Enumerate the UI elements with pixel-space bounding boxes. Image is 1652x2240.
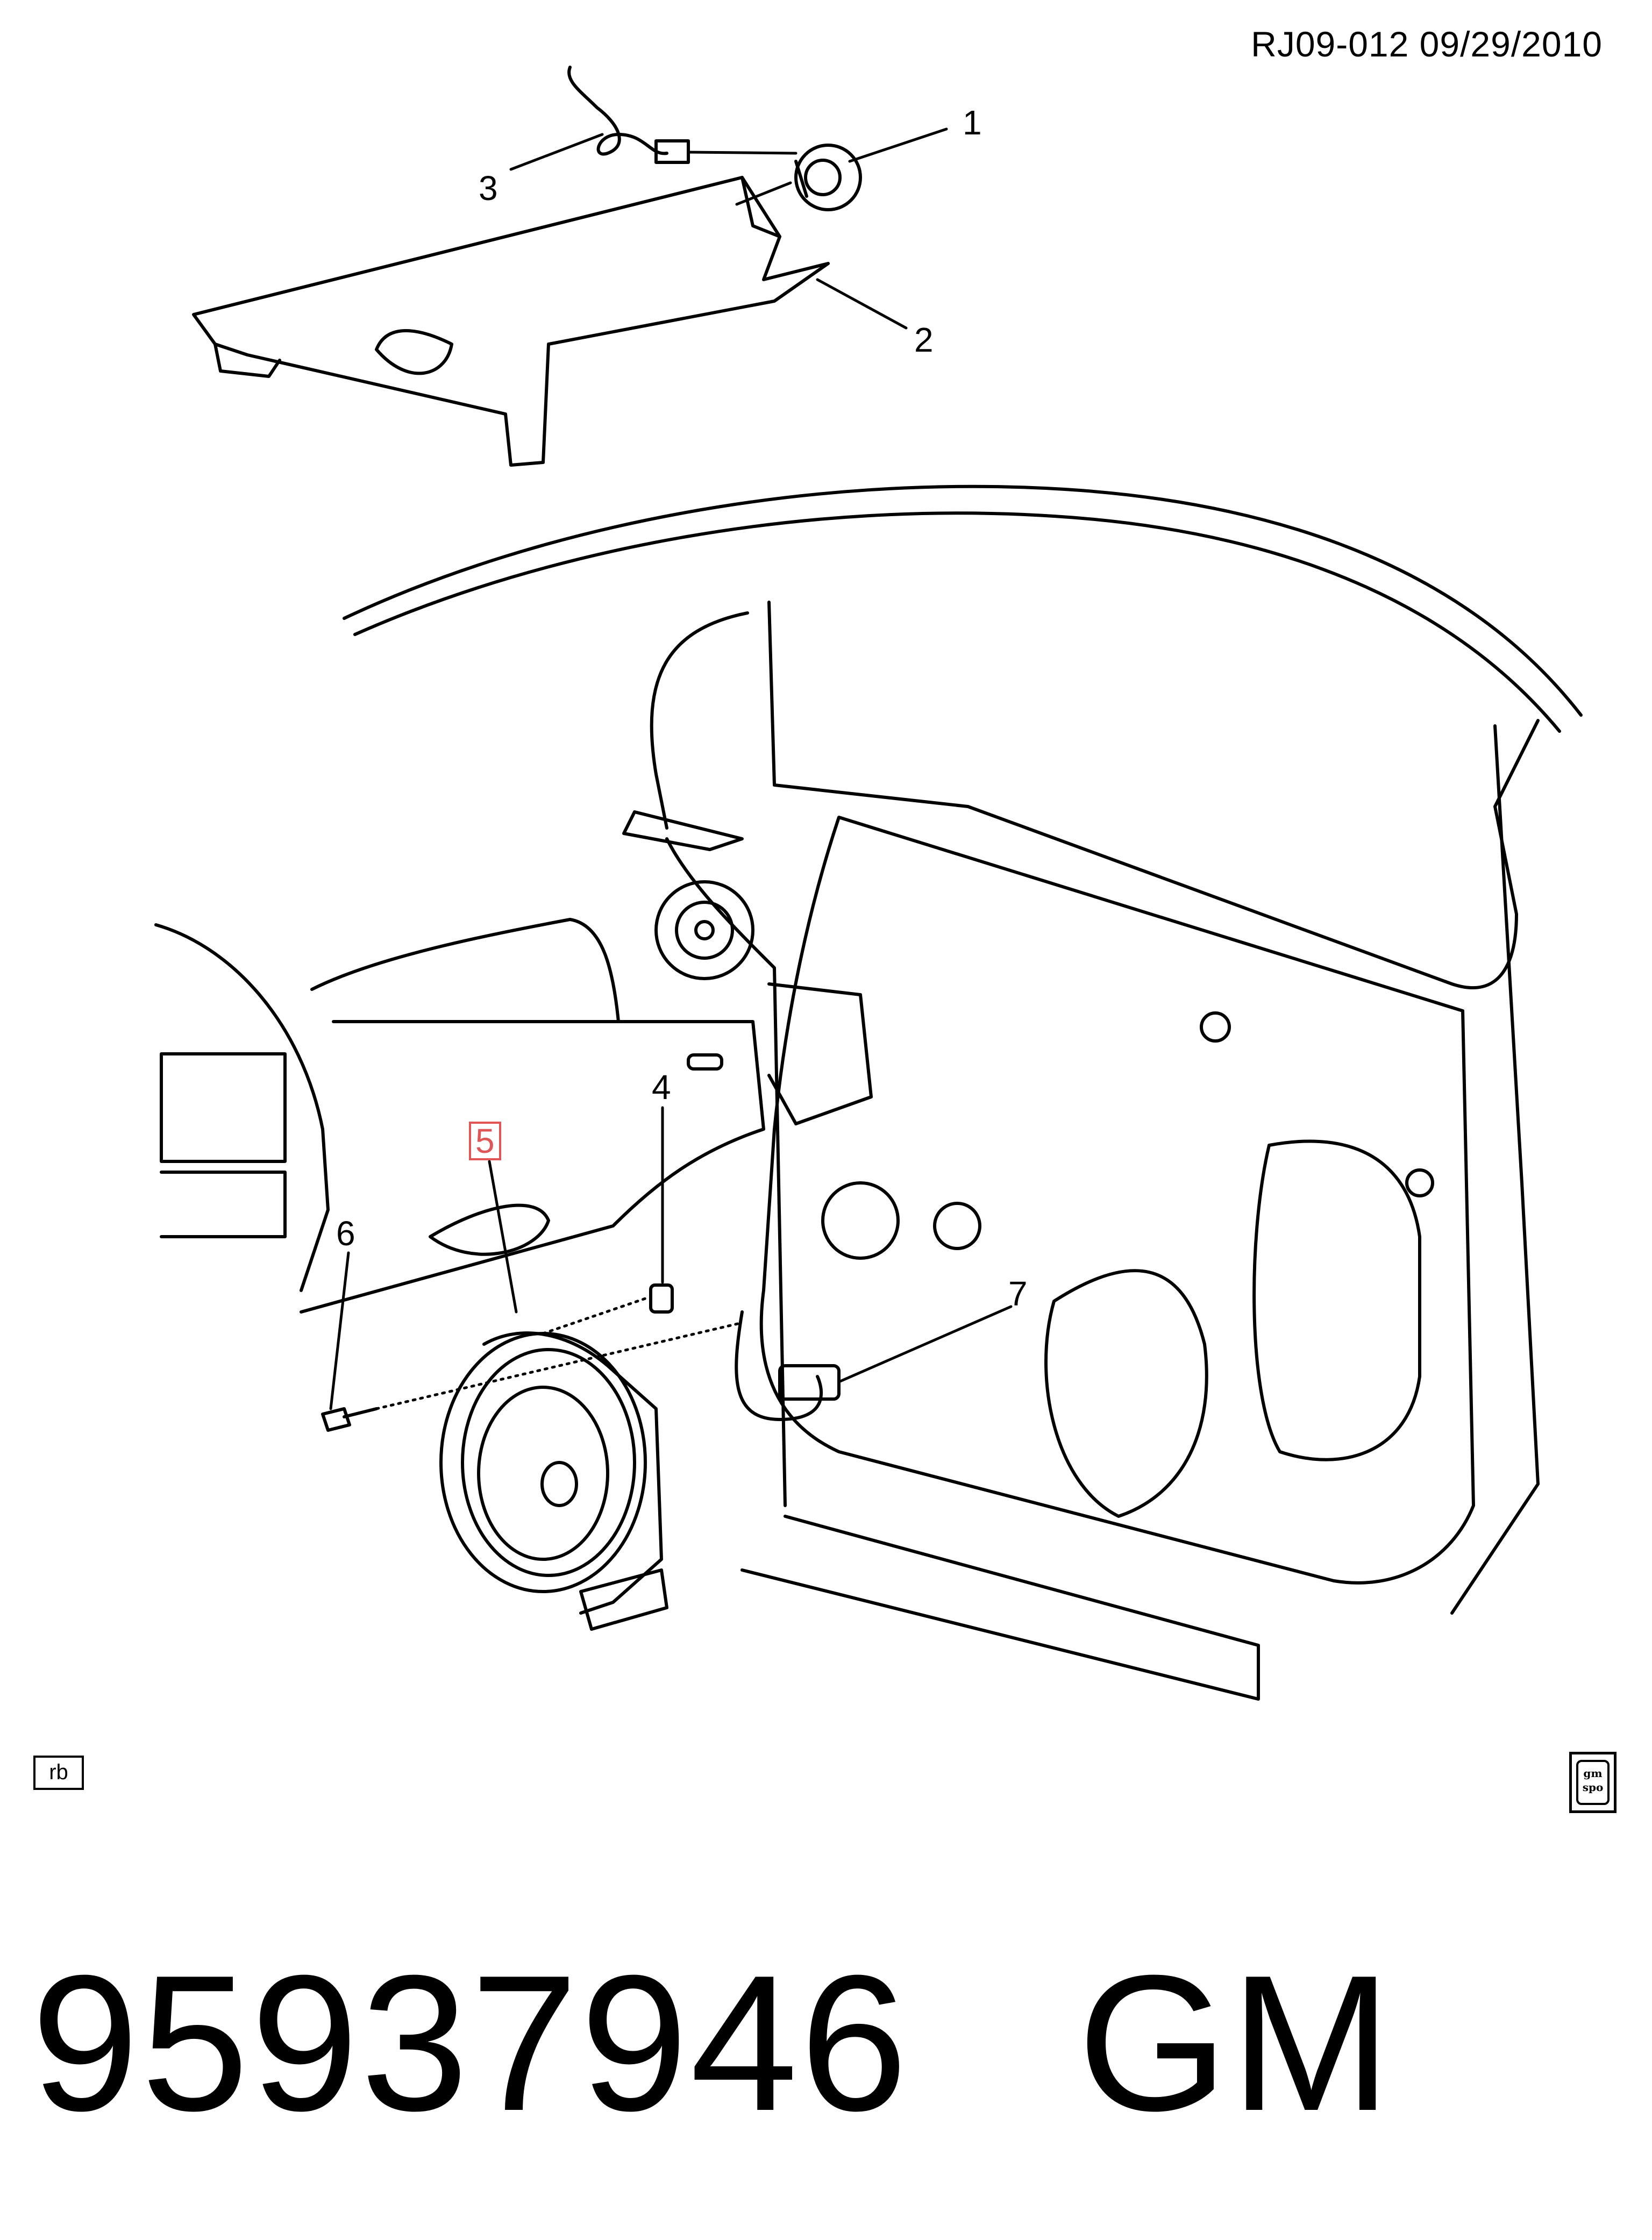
tweeter-speaker [794, 144, 862, 211]
pillar-trim-panel [192, 176, 830, 467]
door-harness-connector [735, 1310, 841, 1421]
door-frame [343, 484, 1583, 1701]
brand-name: GM [1077, 1935, 1394, 2151]
gm-spo-badge-top: gm [1583, 1767, 1603, 1780]
wiring-harness [567, 66, 690, 164]
exploded-parts-illustration [154, 66, 1583, 1701]
diagram-reference-date: RJ09-012 09/29/2010 [1251, 24, 1603, 64]
callout-leader-lines [329, 127, 1013, 1410]
callout-2: 2 [914, 320, 934, 359]
gm-spo-badge-inner: gm spo [1576, 1760, 1610, 1805]
instrument-panel [154, 810, 873, 1314]
callout-7: 7 [1008, 1274, 1028, 1313]
gm-spo-badge-bottom: spo [1582, 1781, 1604, 1794]
door-inner-panel [759, 816, 1475, 1585]
callout-4: 4 [652, 1068, 671, 1107]
gm-spo-badge: gm spo [1569, 1752, 1617, 1813]
callout-5-highlighted: 5 [469, 1122, 501, 1160]
door-speaker [439, 1331, 668, 1631]
screw-fastener [321, 1407, 378, 1432]
callout-1: 1 [963, 103, 982, 142]
part-number-line: 95937946 GM [31, 1946, 1394, 2140]
part-number: 95937946 [31, 1935, 910, 2151]
callout-6: 6 [336, 1214, 355, 1253]
rb-badge: rb [33, 1756, 84, 1790]
callout-3: 3 [479, 169, 498, 208]
speaker-retainer-clip [649, 1283, 674, 1314]
